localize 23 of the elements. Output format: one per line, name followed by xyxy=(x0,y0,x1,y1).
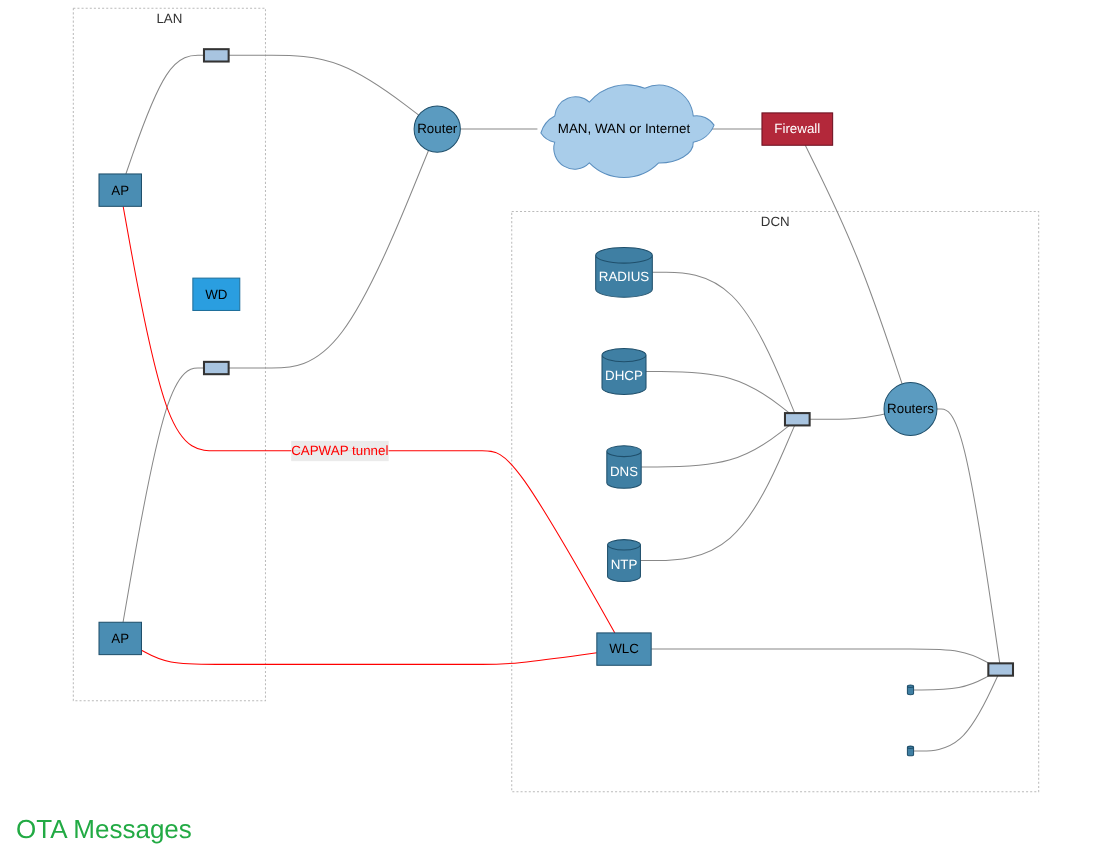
connector xyxy=(125,54,205,175)
connector xyxy=(228,150,429,369)
connector xyxy=(710,128,763,130)
connector xyxy=(459,128,538,130)
connector xyxy=(639,424,796,562)
connector xyxy=(122,367,205,623)
node-bar xyxy=(987,662,1015,677)
connector xyxy=(645,370,790,414)
connector xyxy=(640,424,790,468)
connector xyxy=(936,408,1001,664)
connector xyxy=(804,144,903,385)
node-bar xyxy=(202,48,230,63)
connector xyxy=(809,413,886,420)
connector xyxy=(140,649,598,665)
connector xyxy=(913,675,999,752)
connector xyxy=(651,271,796,414)
connector xyxy=(122,205,616,634)
note-text: OTA Messages xyxy=(16,814,192,844)
connector xyxy=(228,54,420,116)
connector xyxy=(650,648,990,664)
connector xyxy=(913,675,990,691)
node-bar xyxy=(783,412,811,427)
node-bar xyxy=(202,360,230,376)
